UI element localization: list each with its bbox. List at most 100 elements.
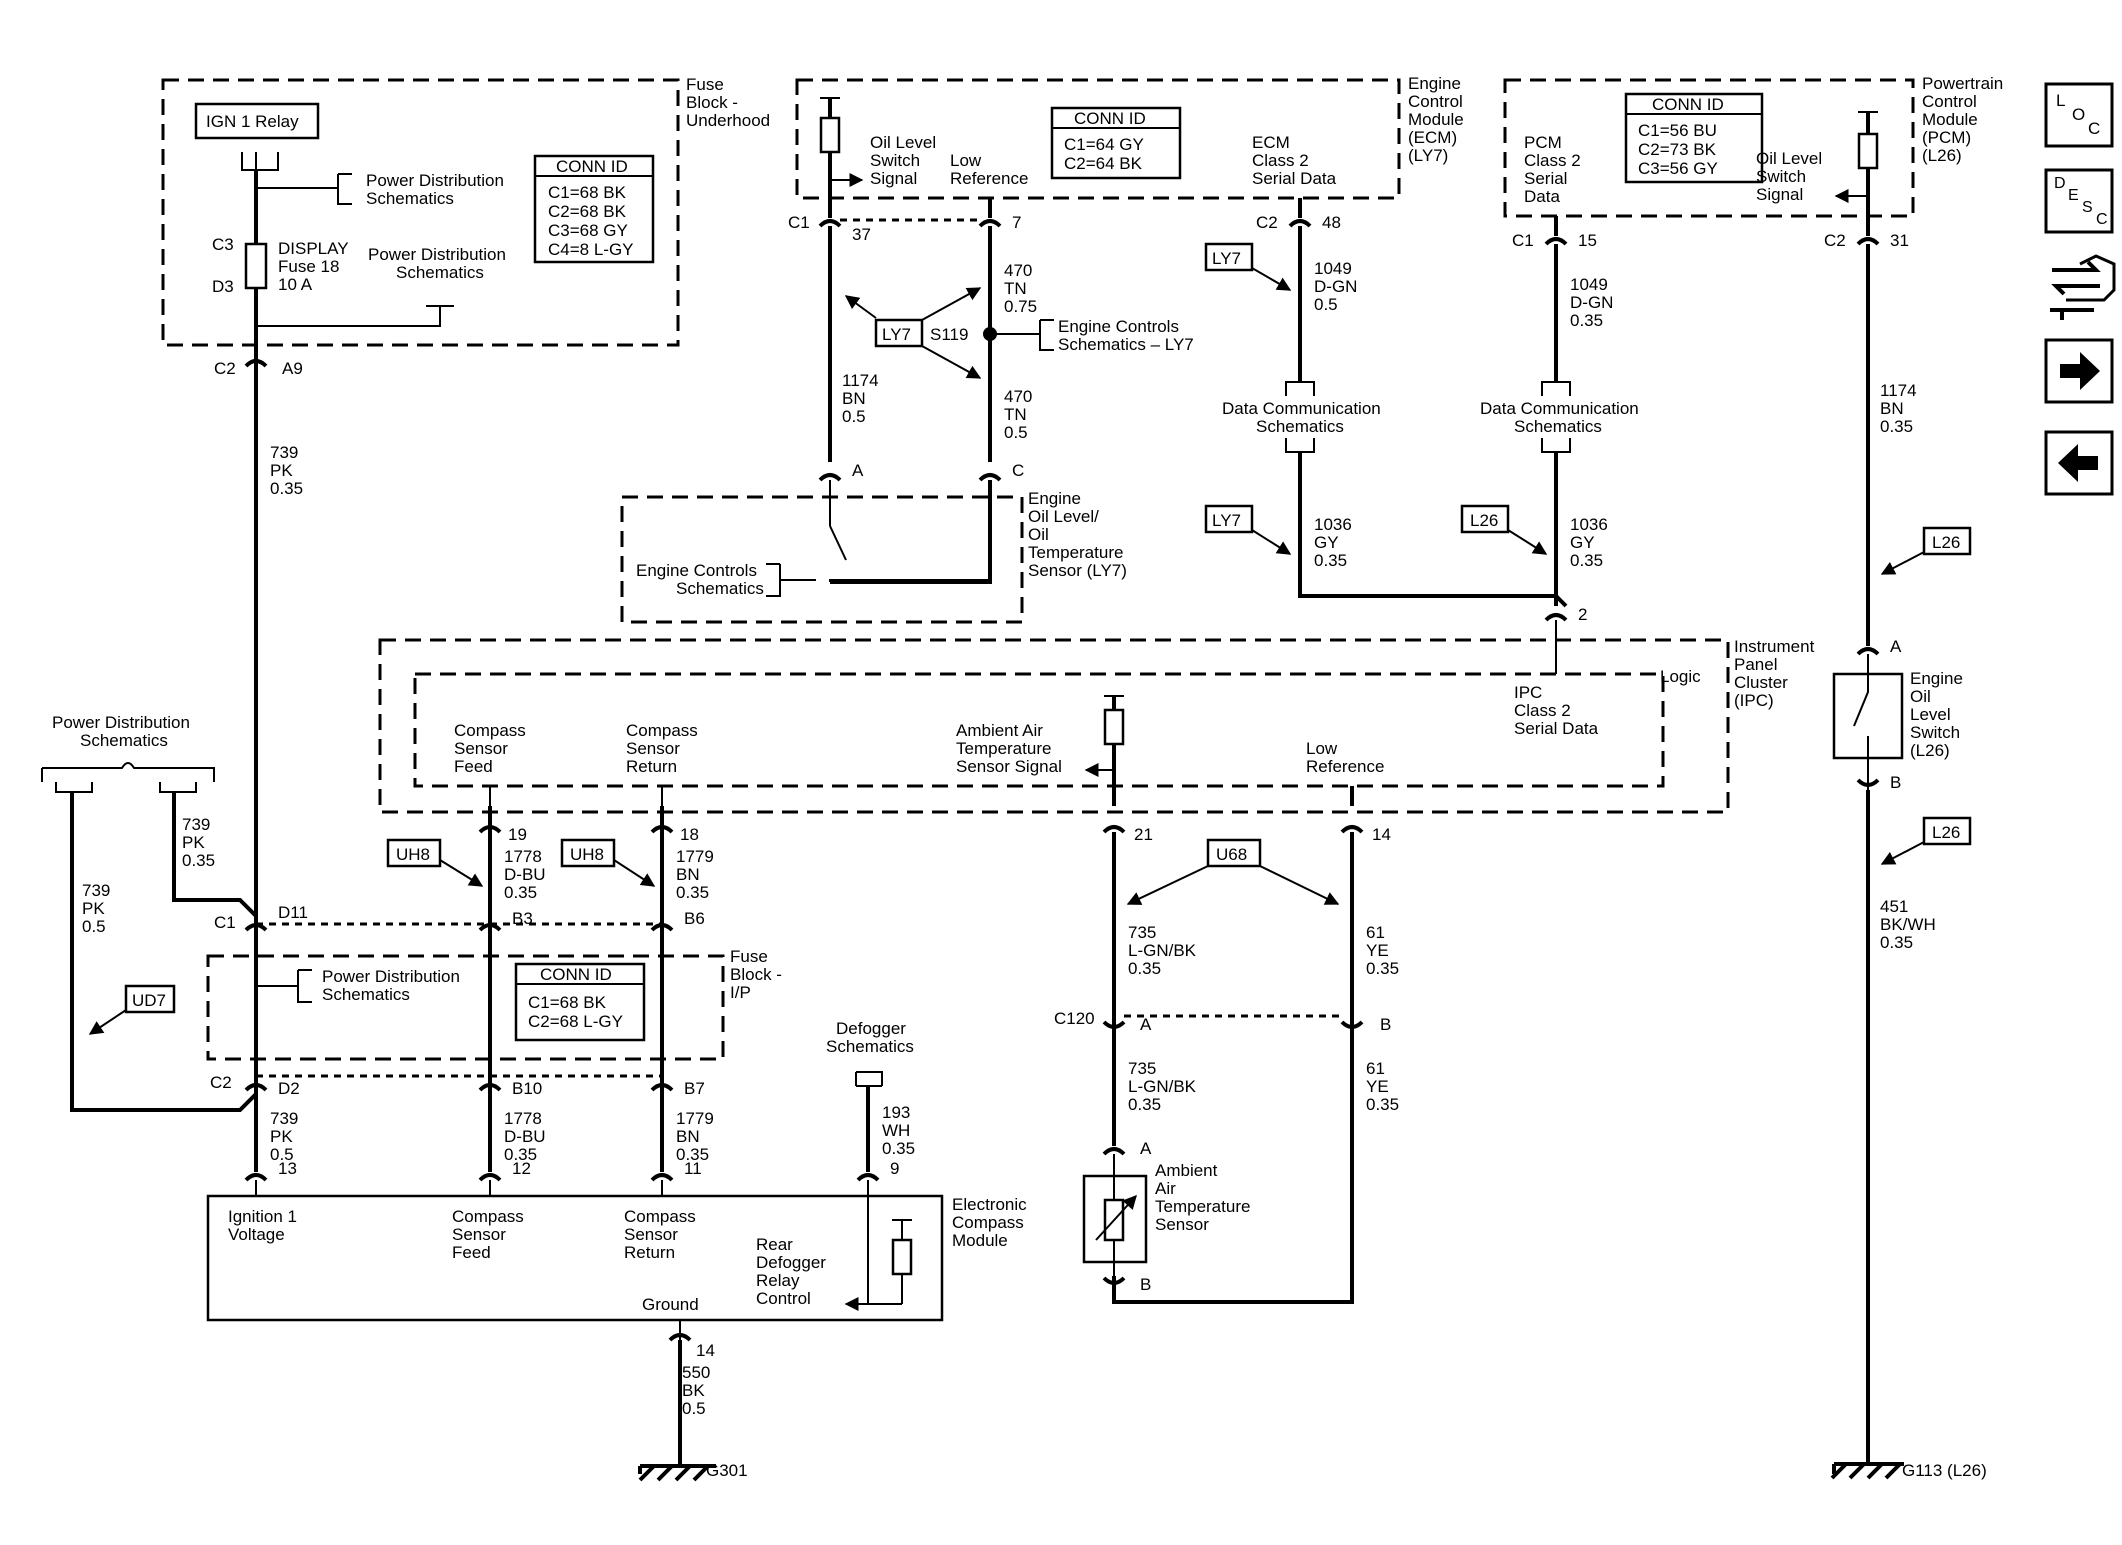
- pin-compass-feed: Compass Sensor Feed: [452, 1207, 529, 1262]
- connector-c120-a: [1102, 1020, 1126, 1029]
- svg-text:UD7: UD7: [132, 991, 166, 1010]
- wire-61: [1112, 832, 1354, 1304]
- wire-739-label-1: 739 PK 0.35: [270, 443, 303, 498]
- connector-12: [478, 1173, 502, 1182]
- svg-text:2: 2: [1578, 605, 1587, 624]
- svg-text:C2: C2: [1256, 213, 1278, 232]
- pd-ref-left-bracket: [41, 762, 215, 782]
- connector-c1-d11-right: D11: [278, 903, 308, 922]
- connector-sensor-a: [818, 473, 842, 482]
- connector-13: [244, 1173, 268, 1182]
- dc-ref-1: Data Communication Schematics: [1222, 399, 1385, 436]
- pcm-serial-data-label: PCM Class 2 Serial Data: [1524, 133, 1585, 206]
- wire-451-label: 451 BK/WH 0.35: [1880, 897, 1940, 952]
- connector-c2-48: [1288, 219, 1312, 228]
- connector-21: [1102, 825, 1126, 834]
- connector-9: [856, 1173, 880, 1182]
- ipc-low-ref-label: Low Reference: [1306, 739, 1384, 776]
- svg-text:L26: L26: [1932, 823, 1960, 842]
- svg-text:E: E: [2068, 187, 2079, 204]
- option-l26-b: [1922, 526, 1972, 556]
- wire-1049-label-2: 1049 D-GN 0.35: [1570, 275, 1618, 330]
- wire-739-label-4: 739 PK 0.5: [270, 1109, 303, 1164]
- wire-1779-label-2: 1779 BN 0.35: [676, 1109, 719, 1164]
- svg-text:14: 14: [696, 1341, 715, 1360]
- wire-1174-label-1: 1174 BN 0.5: [842, 371, 883, 426]
- loc-button[interactable]: L O C: [2044, 82, 2114, 148]
- connector-switch-a: [1856, 647, 1880, 656]
- fuse-d3-label: D3: [212, 277, 234, 296]
- svg-text:UH8: UH8: [570, 845, 604, 864]
- conn-id-underhood-rows: C1=68 BK C2=68 BK C3=68 GY C4=8 L-GY: [548, 183, 634, 259]
- svg-text:11: 11: [684, 1159, 702, 1178]
- wire-1036-label-1: 1036 GY 0.35: [1314, 515, 1357, 570]
- connector-c2-31: [1856, 237, 1880, 246]
- splice-s119-label: S119: [930, 325, 968, 344]
- arrow-left-icon[interactable]: [2044, 430, 2114, 496]
- oil-level-sensor-label: Engine Oil Level/ Oil Temperature Sensor…: [1028, 489, 1128, 580]
- desc-button[interactable]: D E S C: [2044, 168, 2114, 234]
- conn-id-ecm-title: CONN ID: [1074, 109, 1146, 128]
- pin-ground: Ground: [642, 1295, 699, 1314]
- svg-text:LY7: LY7: [1212, 249, 1241, 268]
- svg-text:B: B: [1140, 1275, 1151, 1294]
- ipc-boundary: [378, 638, 1730, 814]
- svg-text:31: 31: [1890, 231, 1909, 250]
- conn-id-pcm: [1624, 92, 1764, 184]
- svg-text:L26: L26: [1932, 533, 1960, 552]
- svg-text:A: A: [1890, 637, 1902, 656]
- wire-1036-label-2: 1036 GY 0.35: [1570, 515, 1613, 570]
- connector-end-view-icon[interactable]: [2050, 254, 2116, 320]
- fuse-18-label: DISPLAY Fuse 18 10 A: [278, 239, 353, 294]
- connector-c120-label: C120: [1054, 1009, 1095, 1028]
- ground-g113-label: G113 (L26): [1902, 1461, 1987, 1480]
- option-uh8-b: [560, 838, 616, 868]
- connector-7: [978, 219, 1002, 228]
- ec-ly7-ref: Engine Controls Schematics – LY7: [1058, 317, 1194, 354]
- svg-text:13: 13: [278, 1159, 297, 1178]
- connector-18-label: 18: [680, 825, 699, 844]
- conn-id-pcm-title: CONN ID: [1652, 95, 1724, 114]
- svg-text:UH8: UH8: [396, 845, 430, 864]
- arrow-right-icon[interactable]: [2044, 338, 2114, 404]
- pcm-label: Powertrain Control Module (PCM) (L26): [1922, 74, 2008, 165]
- ecm-low-ref-label: Low Reference: [950, 151, 1028, 188]
- fuse-18-symbol: [244, 242, 268, 290]
- conn-id-underhood: [533, 154, 655, 264]
- ipc-label: Instrument Panel Cluster (IPC): [1734, 637, 1819, 710]
- connector-c2-a9-left: C2: [214, 359, 236, 378]
- option-ly7-a: [874, 318, 924, 348]
- relay-contact-symbol: [241, 152, 279, 171]
- pd-ref-bracket-2: [256, 305, 454, 327]
- connector-c2-a9: [244, 359, 268, 368]
- module-boundaries: [161, 78, 1915, 1061]
- pd-ref-2: Power Distribution Schematics: [368, 245, 511, 282]
- ipc-ambient-signal-label: Ambient Air Temperature Sensor Signal: [956, 721, 1062, 776]
- svg-text:15: 15: [1578, 231, 1597, 250]
- connector-b3: [478, 923, 502, 932]
- svg-text:9: 9: [890, 1159, 899, 1178]
- svg-text:14: 14: [1372, 825, 1391, 844]
- wire-1049-label-1: 1049 D-GN 0.5: [1314, 259, 1362, 314]
- connector-c2-d2: [244, 1083, 268, 1092]
- connector-b6: [650, 923, 674, 932]
- pd-ref-left-terminals: [55, 782, 197, 793]
- ecm-pullup-resistor: [819, 116, 841, 154]
- connector-c2-d2-left: C2: [210, 1073, 232, 1092]
- connector-b7: [650, 1083, 674, 1092]
- defogger-ref: Defogger Schematics: [826, 1019, 914, 1056]
- svg-text:B6: B6: [684, 909, 705, 928]
- wire-739-label-3: 739 PK 0.5: [82, 881, 115, 936]
- ipc-compass-feed-label: Compass Sensor Feed: [454, 721, 531, 776]
- svg-text:C1: C1: [788, 213, 810, 232]
- wire-1779-label-1: 1779 BN 0.35: [676, 847, 719, 902]
- svg-text:LY7: LY7: [1212, 511, 1241, 530]
- pd-ref-bracket-1: [256, 173, 352, 205]
- conn-id-pcm-rows: C1=56 BU C2=73 BK C3=56 GY: [1638, 121, 1722, 178]
- connector-c120-b: [1340, 1020, 1364, 1029]
- svg-text:U68: U68: [1216, 845, 1247, 864]
- wire-61-label-1: 61 YE 0.35: [1366, 923, 1399, 978]
- wire-1778-label-1: 1778 D-BU 0.35: [504, 847, 550, 902]
- ec-ref: Engine Controls Schematics: [636, 561, 764, 598]
- pin-defogger-control: Rear Defogger Relay Control: [756, 1235, 831, 1308]
